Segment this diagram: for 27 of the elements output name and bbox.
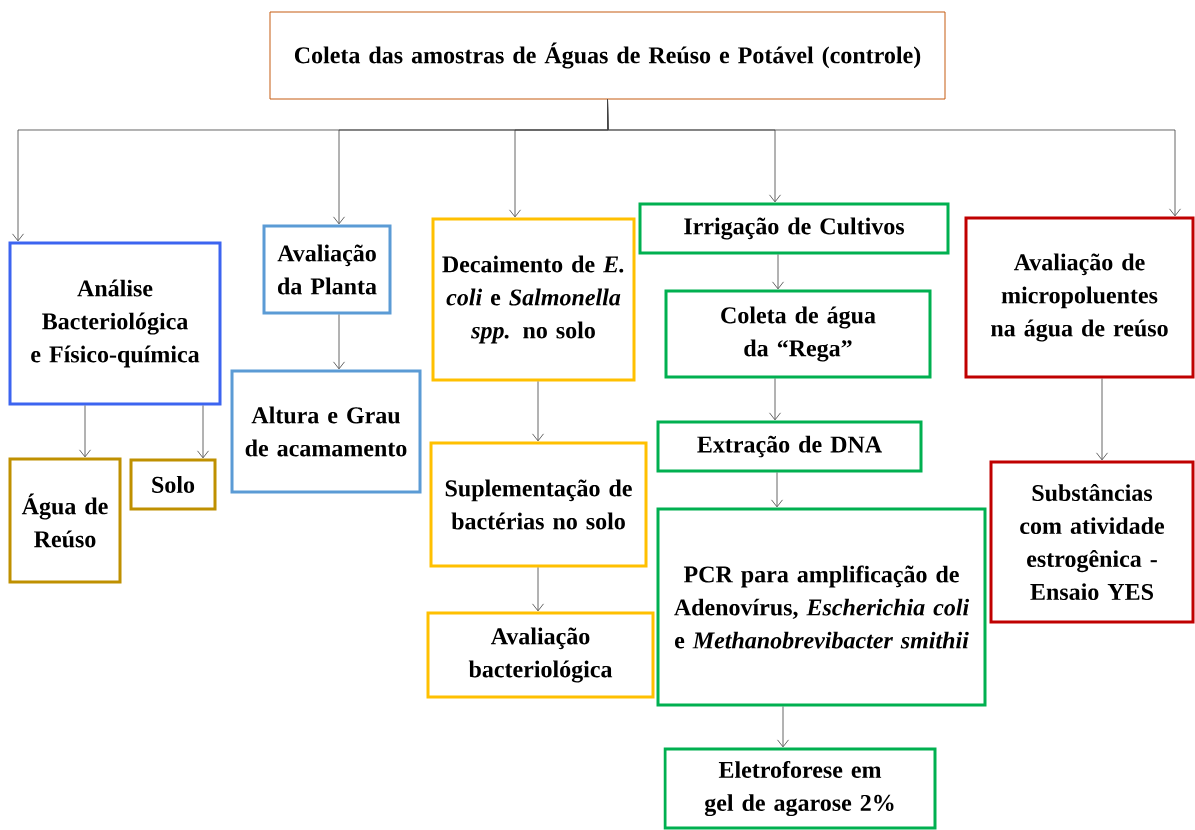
process-box: Solo	[129, 458, 217, 511]
process-box: Água de Reúso	[8, 457, 122, 584]
arrow	[1096, 378, 1108, 461]
process-box: Coleta de água da “Rega”	[664, 289, 932, 379]
arrow	[771, 472, 783, 508]
process-box: Eletroforese em gel de agarose 2%	[663, 747, 937, 830]
process-box: Extração de DNA	[656, 420, 923, 473]
process-box: Avaliação bacteriológica	[426, 611, 655, 699]
process-box: Altura e Grau de acamamento	[230, 369, 422, 494]
arrow	[197, 405, 209, 459]
process-box: Avaliação de micropoluentes na água de reúso	[964, 216, 1195, 379]
process-box: PCR para amplificação de Adenovírus, Escherichia coli e Methanobrevibacter smithii	[656, 507, 987, 707]
process-box: Análise Bacteriológica e Físico-química	[8, 241, 222, 406]
process-box: Decaimento de E. coli e Salmonella spp. no solo	[431, 217, 636, 382]
arrow	[777, 706, 789, 748]
arrow	[607, 99, 1181, 217]
arrow	[772, 254, 784, 290]
arrow	[79, 405, 91, 458]
arrow	[532, 381, 544, 442]
arrow	[532, 567, 544, 612]
process-box: Irrigação de Cultivos	[638, 202, 950, 255]
process-box: Substâncias com atividade estrogênica - Ensaio YES	[989, 460, 1195, 624]
process-box: Avaliação da Planta	[262, 224, 392, 315]
process-box: Suplementação de bactérias no solo	[429, 441, 648, 568]
arrow	[769, 378, 781, 421]
process-box: Coleta das amostras de Águas de Reúso e Potável (controle)	[269, 11, 946, 100]
arrow	[333, 314, 345, 370]
